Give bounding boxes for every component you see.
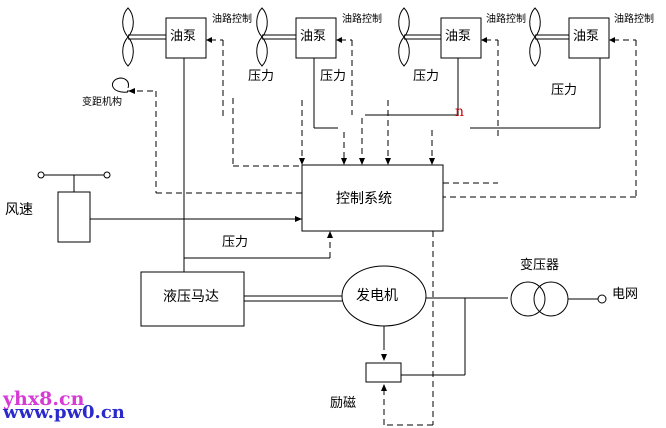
pressure-label-2: 压力 bbox=[320, 69, 347, 84]
wind-rotor-icon bbox=[398, 7, 410, 67]
excitation-label: 励磁 bbox=[330, 396, 357, 411]
wind-speed-sensor-box bbox=[57, 191, 91, 243]
speed-symbol-n: n bbox=[455, 104, 464, 120]
oil-pump-label-1: 油泵 bbox=[170, 29, 197, 44]
pressure-label-3: 压力 bbox=[413, 69, 440, 84]
pitch-rotation-icon bbox=[112, 77, 129, 93]
hydraulic-motor-box bbox=[140, 271, 245, 327]
pressure-label-5: 压力 bbox=[222, 235, 249, 250]
excitation-box bbox=[365, 362, 402, 383]
oil-pump-label-4: 油泵 bbox=[573, 29, 600, 44]
oil-pump-label-2: 油泵 bbox=[300, 29, 327, 44]
transformer-icon bbox=[510, 281, 569, 317]
hydraulic-motor-label: 液压马达 bbox=[163, 289, 219, 305]
oil-pump-box-4 bbox=[568, 17, 610, 59]
wind-rotor-icon bbox=[122, 7, 134, 67]
oil-pump-box-3 bbox=[440, 17, 482, 59]
control-system-label: 控制系统 bbox=[336, 191, 392, 207]
wind-rotor-icon bbox=[529, 7, 541, 67]
oil-pump-box-2 bbox=[295, 17, 337, 59]
pressure-label-4: 压力 bbox=[551, 83, 578, 98]
watermark-line-1: yhx8.cn bbox=[3, 388, 85, 410]
oil-pump-label-3: 油泵 bbox=[445, 29, 472, 44]
oil-path-control-label-1: 油路控制 bbox=[212, 14, 252, 25]
pitch-mechanism-label: 变距机构 bbox=[82, 97, 122, 108]
oil-path-control-label-4: 油路控制 bbox=[614, 14, 654, 25]
oil-path-control-label-2: 油路控制 bbox=[342, 14, 382, 25]
generator-label: 发电机 bbox=[356, 288, 398, 304]
oil-path-control-label-3: 油路控制 bbox=[486, 14, 526, 25]
pressure-label-1: 压力 bbox=[248, 69, 275, 84]
transformer-label: 变压器 bbox=[520, 258, 560, 273]
oil-pump-box-1 bbox=[165, 17, 207, 59]
anemometer-icon bbox=[37, 171, 111, 192]
control-system-box bbox=[301, 164, 444, 232]
wind-rotor-icon bbox=[256, 7, 268, 67]
watermark-line-2: www.pw0.cn bbox=[3, 402, 125, 423]
grid-terminal-icon bbox=[597, 294, 607, 304]
wind-speed-label: 风速 bbox=[5, 202, 33, 218]
grid-label: 电网 bbox=[612, 287, 639, 302]
